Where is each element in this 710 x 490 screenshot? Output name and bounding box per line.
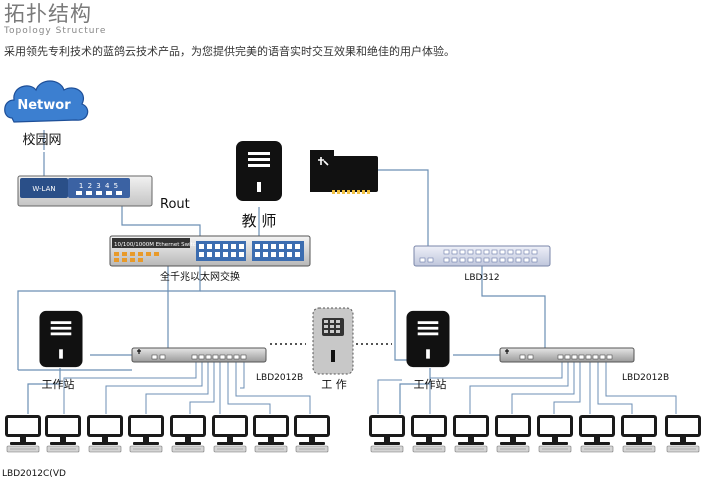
core-switch-icon: 10/100/1000M Ethernet Switch	[109, 235, 311, 267]
monitor-icon	[494, 414, 532, 453]
middle-terminal-icon	[312, 307, 354, 375]
left-switch-caption: LBD2012B	[256, 373, 303, 383]
right-switch-icon	[499, 347, 635, 363]
page-subtitle: Topology Structure	[4, 26, 107, 36]
right-workstation-caption: 工作站	[414, 377, 447, 391]
left-workstation-server-icon	[39, 310, 83, 368]
monitor-icon	[252, 414, 290, 453]
left-switch-icon	[131, 347, 267, 363]
page-description: 采用领先专利技术的蓝鸽云技术产品，为您提供完美的语音实时交互效果和绝佳的用户体验…	[4, 45, 455, 58]
left-switch-fanout	[63, 362, 311, 414]
core-switch-label: 10/100/1000M Ethernet Switch	[114, 242, 200, 248]
cloud-icon: Networ	[4, 80, 89, 123]
monitor-icon	[4, 414, 42, 453]
monitor-icon	[169, 414, 207, 453]
cloud-label: Networ	[17, 98, 71, 113]
monitor-icon	[620, 414, 658, 453]
lbd312-caption: LBD312	[464, 273, 499, 283]
right-switch-fanout	[377, 362, 677, 414]
right-switch-caption: LBD2012B	[622, 373, 669, 383]
left-workstation-caption: 工作站	[42, 377, 75, 391]
core-switch-caption: 全千兆以太网交换	[160, 270, 240, 283]
monitor-icon	[368, 414, 406, 453]
network-card-icon	[310, 150, 378, 194]
right-workstation-server-icon	[406, 310, 450, 368]
teacher-server-icon	[236, 141, 282, 201]
monitor-icon	[536, 414, 574, 453]
bottom-model-label: LBD2012C(VD	[2, 469, 66, 479]
router-brand: W-LAN	[32, 185, 55, 193]
monitor-icon	[293, 414, 331, 453]
monitor-icon	[44, 414, 82, 453]
campus-network-label: 校园网	[22, 132, 61, 148]
lbd312-switch-icon	[413, 245, 551, 267]
monitor-icon	[664, 414, 702, 453]
middle-device-caption: 工 作	[321, 378, 347, 391]
left-monitor-row	[4, 414, 331, 453]
router-caption: Rout	[160, 197, 190, 212]
monitor-icon	[86, 414, 124, 453]
monitor-icon	[211, 414, 249, 453]
monitor-icon	[578, 414, 616, 453]
router-icon: W-LAN 1 2 3 4 5	[17, 175, 153, 207]
monitor-icon	[410, 414, 448, 453]
router-port-numbers: 1 2 3 4 5	[79, 182, 119, 190]
right-monitor-row	[368, 414, 702, 453]
monitor-icon	[127, 414, 165, 453]
page-title: 拓扑结构	[4, 2, 92, 26]
monitor-icon	[452, 414, 490, 453]
teacher-caption: 教 师	[242, 212, 277, 230]
